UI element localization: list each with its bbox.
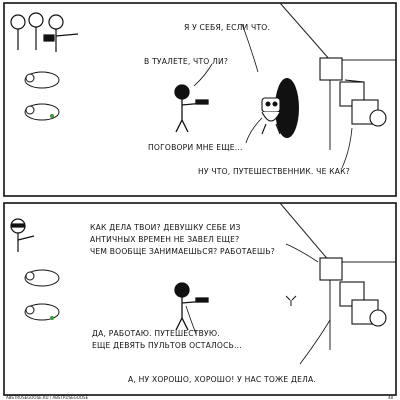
dialog-bottom-line-2: АНТИЧНЫХ ВРЕМЕН НЕ ЗАВЕЛ ЕЩЕ?: [90, 235, 239, 244]
dialog-bottom-line-6: А, НУ ХОРОШО, ХОРОШО! У НАС ТОЖЕ ДЕЛА.: [128, 375, 316, 384]
dialog-top-line-4: НУ ЧТО, ПУТЕШЕСТВЕННИК. ЧЕ КАК?: [198, 167, 350, 176]
panel-bottom-frame: [3, 202, 397, 396]
group-of-people-illustration-bottom: [10, 218, 35, 252]
dialog-top-line-1: Я У СЕБЯ, ЕСЛИ ЧТО.: [184, 23, 270, 32]
panel-top: Я У СЕБЯ, ЕСЛИ ЧТО. В ТУАЛЕТЕ, ЧТО ЛИ? П…: [10, 2, 396, 176]
man-with-gun-figure: [174, 84, 209, 133]
footer-page: 48: [388, 395, 394, 400]
panel-frames: [3, 2, 397, 396]
man-with-gun-figure-bottom: [174, 282, 209, 331]
machines-illustration-bottom: [319, 257, 387, 327]
panel-bottom: КАК ДЕЛА ТВОИ? ДЕВУШКУ СЕБЕ ИЗ АНТИЧНЫХ …: [10, 202, 396, 384]
wrapped-figures-illustration-bottom: [24, 269, 60, 321]
wrapped-figures-illustration: [24, 71, 60, 121]
dialog-bottom-line-5: ЕЩЕ ДЕВЯТЬ ПУЛЬТОВ ОСТАЛОСЬ...: [92, 341, 242, 350]
footer-site: ABSTRUSEGOOSE.RU / ABSTRUSEGOOSE: [6, 395, 89, 400]
machines-illustration: [319, 57, 387, 127]
portal-illustration: [275, 78, 299, 138]
robot-small-figure: [285, 295, 297, 306]
dialog-bottom-line-1: КАК ДЕЛА ТВОИ? ДЕВУШКУ СЕБЕ ИЗ: [90, 223, 241, 232]
panel-top-frame: [3, 2, 397, 197]
group-of-people-illustration: [10, 12, 79, 52]
dialog-bottom-line-3: ЧЕМ ВООБЩЕ ЗАНИМАЕШЬСЯ? РАБОТАЕШЬ?: [90, 247, 275, 256]
robot-figure: [261, 97, 281, 135]
dialog-top-line-2: В ТУАЛЕТЕ, ЧТО ЛИ?: [144, 57, 228, 66]
dialog-bottom-line-4: ДА, РАБОТАЮ. ПУТЕШЕСТВУЮ.: [92, 329, 220, 338]
dialog-top-line-3: ПОГОВОРИ МНЕ ЕЩЕ...: [148, 143, 243, 152]
